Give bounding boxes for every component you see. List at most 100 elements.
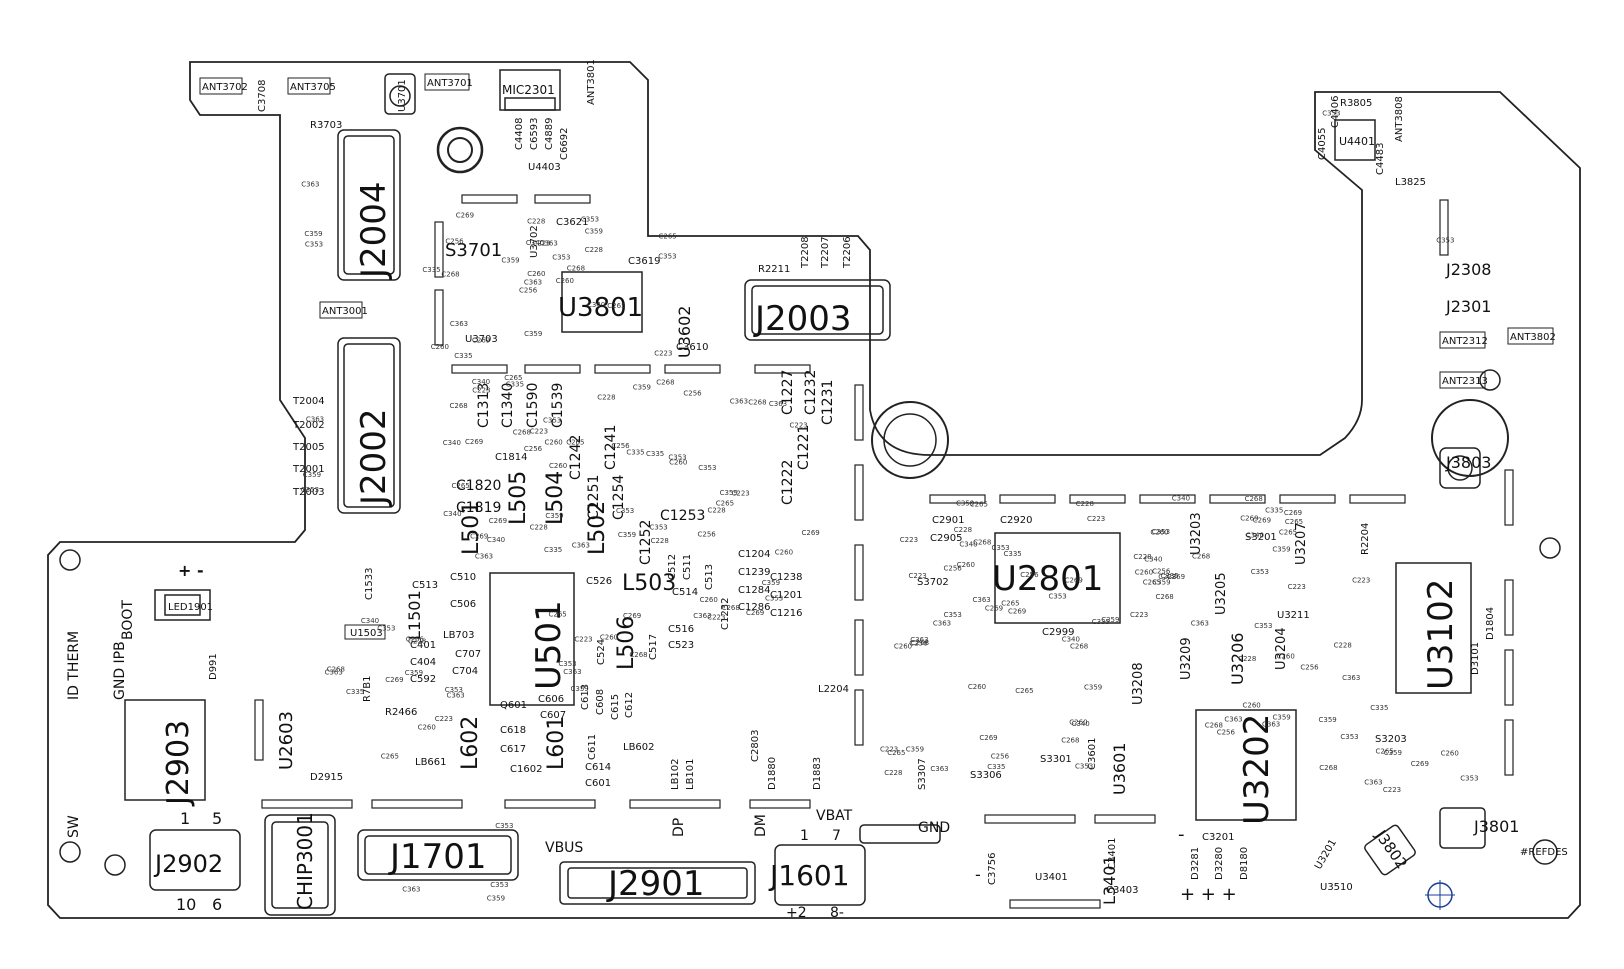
label-c1216: C1216 bbox=[770, 608, 802, 619]
label-u3211: U3211 bbox=[1277, 610, 1310, 621]
label-c512: C512 bbox=[667, 554, 678, 580]
tiny-designator: C268 bbox=[1319, 764, 1337, 772]
tiny-designator: C260 bbox=[1135, 568, 1153, 576]
tiny-designator: C359 bbox=[633, 383, 651, 391]
tiny-designator: C265 bbox=[1015, 687, 1033, 695]
label-r7b1: R7B1 bbox=[362, 675, 373, 702]
tiny-designator: C340 bbox=[1072, 720, 1090, 728]
tiny-designator: C363 bbox=[563, 668, 581, 676]
label-led1901: LED1901 bbox=[168, 602, 213, 613]
tiny-designator: C353 bbox=[490, 881, 508, 889]
label-u3510: U3510 bbox=[1320, 882, 1353, 893]
label-c3619: C3619 bbox=[628, 256, 660, 267]
tiny-designator: C353 bbox=[1322, 110, 1340, 118]
label-l3825: L3825 bbox=[1395, 177, 1426, 188]
label-c618: C618 bbox=[500, 725, 526, 736]
tiny-designator: C363 bbox=[540, 239, 558, 247]
label-c3403: C3403 bbox=[1106, 885, 1138, 896]
tiny-designator: C353 bbox=[305, 241, 323, 249]
label-c404: C404 bbox=[410, 657, 436, 668]
label-c1819: C1819 bbox=[456, 500, 501, 516]
tiny-designator: C260 bbox=[431, 343, 449, 351]
mounting-hole bbox=[871, 401, 949, 479]
label-c707: C707 bbox=[455, 649, 481, 660]
label-u3602: U3602 bbox=[675, 306, 694, 358]
label-u3204: U3204 bbox=[1274, 627, 1289, 670]
tiny-designator: C340 bbox=[959, 540, 977, 548]
tiny-designator: C335 bbox=[987, 763, 1005, 771]
tiny-designator: C260 bbox=[1069, 719, 1087, 727]
tiny-designator: C269 bbox=[465, 438, 483, 446]
tiny-designator: C256 bbox=[991, 753, 1010, 761]
tiny-designator: C223 bbox=[532, 239, 550, 247]
label-c4483: C4483 bbox=[1375, 143, 1386, 175]
tiny-designator: C265 bbox=[504, 374, 522, 382]
label-plus-minus: + - bbox=[178, 561, 204, 580]
label-c3601: C3601 bbox=[1087, 738, 1098, 770]
tiny-designator: C260 bbox=[894, 642, 912, 650]
tiny-designator: C363 bbox=[933, 620, 951, 628]
label-mic2301: MIC2301 bbox=[502, 83, 555, 97]
mounting-hole bbox=[104, 854, 126, 876]
label-c2920: C2920 bbox=[1000, 515, 1032, 526]
label-q601: Q601 bbox=[500, 700, 527, 711]
label-pin-7: 7 bbox=[832, 828, 841, 844]
label-c1814: C1814 bbox=[495, 452, 527, 463]
label-l2204: L2204 bbox=[818, 684, 849, 695]
tiny-designator: C268 bbox=[911, 639, 929, 647]
tiny-designator: C256 bbox=[1300, 664, 1319, 672]
tiny-designator: C260 bbox=[775, 548, 793, 556]
tiny-designator: C353 bbox=[1254, 622, 1272, 630]
label-c2901: C2901 bbox=[932, 515, 964, 526]
tiny-designator: C363 bbox=[1364, 778, 1382, 786]
label-j2308: J2308 bbox=[1445, 260, 1491, 279]
label-id-therm: ID THERM bbox=[66, 631, 82, 700]
label-c2999: C2999 bbox=[1042, 627, 1074, 638]
tiny-designator: C260 bbox=[418, 724, 436, 732]
tiny-designator: C268 bbox=[1192, 553, 1210, 561]
label-c3756: C3756 bbox=[987, 853, 998, 885]
label-j1601: J1601 bbox=[768, 859, 850, 892]
label-t2004: T2004 bbox=[292, 396, 325, 407]
label-ant3701: ANT3701 bbox=[427, 78, 473, 89]
tiny-designator: C335 bbox=[422, 266, 440, 274]
tiny-designator: C265 bbox=[452, 482, 470, 490]
label-u3202: U3202 bbox=[1237, 714, 1277, 825]
label-c2803: C2803 bbox=[750, 730, 761, 762]
label-c516: C516 bbox=[668, 624, 694, 635]
tiny-designator: C223 bbox=[1352, 577, 1370, 585]
tiny-designator: C256 bbox=[944, 565, 963, 573]
tiny-designator: C228 bbox=[708, 507, 726, 515]
label-lb102: LB102 bbox=[670, 758, 681, 790]
label-c4889: C4889 bbox=[544, 118, 555, 150]
label-lb703: LB703 bbox=[443, 630, 475, 641]
tiny-designator: C228 bbox=[1076, 500, 1094, 508]
tiny-designator: C256 bbox=[1217, 729, 1236, 737]
label-r2466: R2466 bbox=[385, 707, 417, 718]
tiny-designator: C353 bbox=[1075, 763, 1093, 771]
tiny-designator: C353 bbox=[301, 486, 319, 494]
label-j2003: J2003 bbox=[753, 299, 852, 339]
antenna-labels: ANT3702 ANT3705 ANT3701 ANT3801 ANT3001 … bbox=[168, 59, 1556, 613]
label-c606: C606 bbox=[538, 694, 564, 705]
tiny-designator: C359 bbox=[1272, 546, 1290, 554]
tiny-designator: C223 bbox=[654, 350, 672, 358]
tiny-designator: C256 bbox=[909, 640, 928, 648]
tiny-designator: C268 bbox=[1061, 736, 1079, 744]
tiny-designator: C223 bbox=[472, 386, 490, 394]
label-pin-6: 6 bbox=[212, 895, 222, 914]
tiny-designator: C359 bbox=[1084, 684, 1102, 692]
label-c1238: C1238 bbox=[770, 572, 802, 583]
tiny-designator: C340 bbox=[1144, 556, 1162, 564]
tiny-designator: C363 bbox=[1262, 720, 1280, 728]
tiny-designator: C335 bbox=[1092, 618, 1110, 626]
mounting-hole bbox=[447, 137, 473, 163]
tiny-designator: C269 bbox=[1008, 607, 1026, 615]
tiny-designator: C335 bbox=[346, 688, 364, 696]
tiny-designator: C359 bbox=[545, 512, 563, 520]
label-d3280: D3280 bbox=[1214, 847, 1225, 880]
tiny-designator: C260 bbox=[527, 270, 545, 278]
tiny-designator: C269 bbox=[1411, 760, 1429, 768]
tiny-designator: C359 bbox=[524, 330, 542, 338]
tiny-designator: C359 bbox=[720, 489, 738, 497]
